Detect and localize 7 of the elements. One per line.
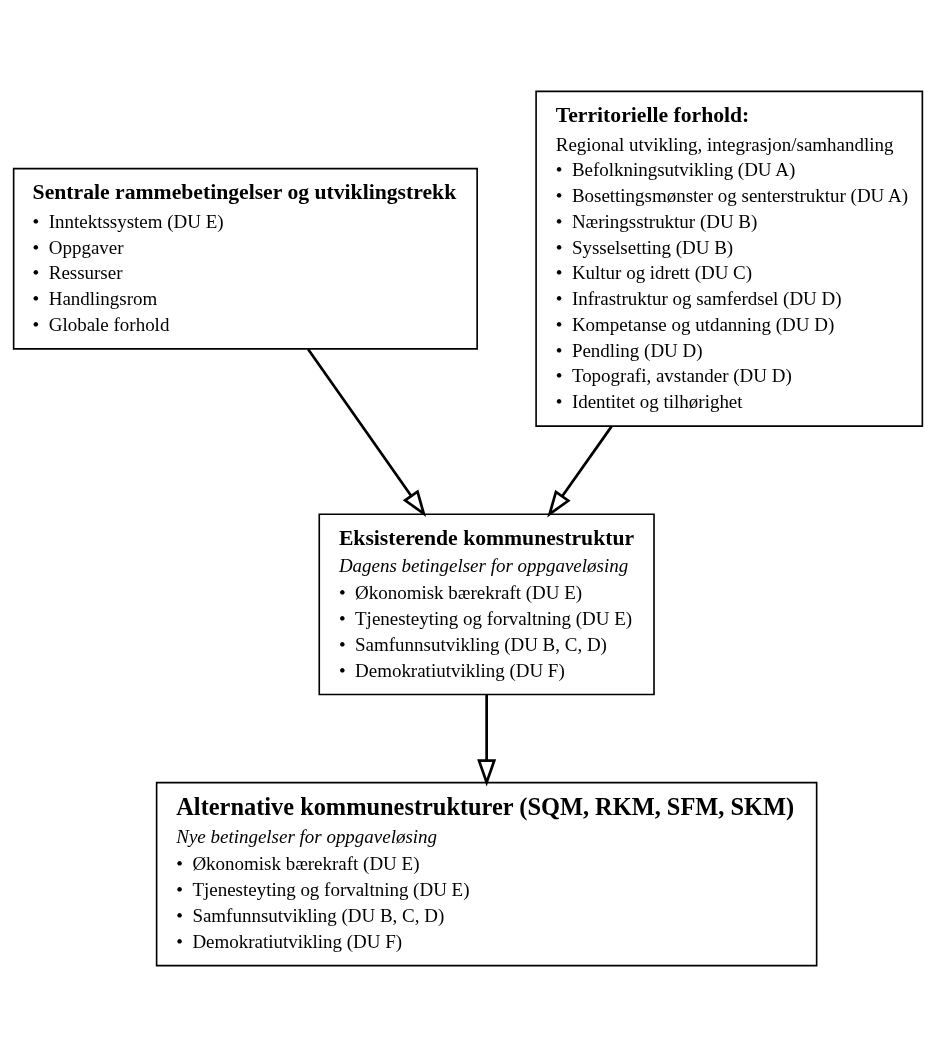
arrow — [547, 425, 613, 518]
arrow — [477, 694, 497, 787]
node-box: Alternative kommunestrukturer (SQM, RKM, SFM, SKM) Nye betingelser for oppgaveløsing • Økonomisk bærekraft (DU E) • Tjenesteyting og forvaltning (DU E) • Samfunnsutvikling (DU B, C, D) • Demokratiutvikling (DU F) — [155, 781, 818, 967]
node-box: Territorielle forhold: Regional utvikling, integrasjon/samhandling • Befolkningsutvikling (DU A) • Bosettingsmønster og senterstruktur (DU A) • Næringsstruktur (DU B) • Sysselsetting (DU B) • Kultur og idrett (DU C) • Infrastruktur og samferdsel (DU D) • Kompetanse og utdanning (DU D) • Pendling (DU D) • Topografi, avstander (DU D) • Identitet og tilhørighet — [535, 90, 924, 427]
node-box: Sentrale rammebetingelser og utviklingstrekk • Inntektssystem (DU E) • Oppgaver • Ressurser • Handlingsrom • Globale forhold — [12, 167, 478, 350]
arrow — [307, 348, 427, 518]
node-box: Eksisterende kommunestruktur Dagens betingelser for oppgaveløsing • Økonomisk bærekraft (DU E) • Tjenesteyting og forvaltning (DU E) • Samfunnsutvikling (DU B, C, D) • Demokratiutvikling (DU F) — [318, 513, 655, 696]
